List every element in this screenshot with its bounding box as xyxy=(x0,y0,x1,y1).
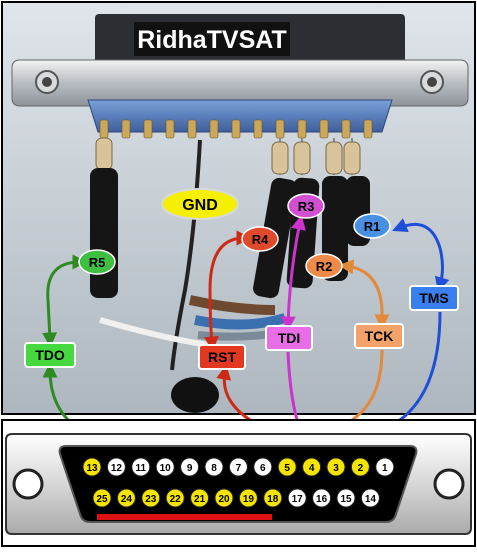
pins-top-row: 13 12 11 10 9 8 7 6 5 4 3 2 1 xyxy=(82,457,395,477)
r2-label: R2 xyxy=(316,259,333,274)
r2-badge xyxy=(305,253,343,279)
r5-badge xyxy=(78,249,116,275)
pin-3-dot xyxy=(326,457,346,477)
pins-bottom-row: 25 24 23 22 21 20 19 18 17 16 15 14 xyxy=(92,488,380,508)
pin-25-dot xyxy=(92,488,112,508)
pin-19-dot xyxy=(238,488,258,508)
pin-13-dot xyxy=(82,457,102,477)
r3-label: R3 xyxy=(298,199,315,214)
r5-label: R5 xyxy=(89,255,106,270)
pin-18-label: 18 xyxy=(267,494,279,505)
pin-8-dot xyxy=(204,457,224,477)
pin-2-label: 2 xyxy=(358,463,364,474)
pin-5-dot xyxy=(277,457,297,477)
rst-box xyxy=(198,344,246,370)
rst-label: RST xyxy=(208,349,236,365)
pin-10-dot xyxy=(155,457,175,477)
resistor-bodies xyxy=(95,137,361,175)
pin-23-dot xyxy=(141,488,161,508)
pin-22-label: 22 xyxy=(170,494,182,505)
pinout-body xyxy=(58,445,418,523)
pinout-screw-left xyxy=(12,468,44,500)
pin-4-dot xyxy=(302,457,322,477)
pin-11-dot xyxy=(131,457,151,477)
pin-11-label: 11 xyxy=(136,463,147,474)
pinout-screw-right xyxy=(433,468,465,500)
arrow-r2-tck xyxy=(338,259,390,330)
pin-22-dot xyxy=(165,488,185,508)
pin-24-label: 24 xyxy=(121,494,133,505)
pin-20-label: 20 xyxy=(218,494,230,505)
tdi-label: TDI xyxy=(278,330,301,346)
pin-25-label: 25 xyxy=(96,494,108,505)
pin-3-label: 3 xyxy=(333,463,339,474)
watermark-bg xyxy=(134,22,290,56)
pin-12-label: 12 xyxy=(111,463,123,474)
screw-hole-left-inner xyxy=(42,77,52,87)
pin-7-label: 7 xyxy=(236,463,242,474)
pin-24-dot xyxy=(116,488,136,508)
tdo-label: TDO xyxy=(35,347,65,363)
pin-1-dot xyxy=(375,457,395,477)
arrow-r1-tms xyxy=(392,218,450,293)
tdo-box xyxy=(24,342,76,368)
pin-21-dot xyxy=(190,488,210,508)
pin-1-label: 1 xyxy=(382,463,388,474)
resistor-labels: R1 R2 R3 R4 R5 GND xyxy=(78,188,391,279)
pin-9-dot xyxy=(180,457,200,477)
tdi-box xyxy=(265,325,313,351)
pin-16-dot xyxy=(312,488,332,508)
pin-12-dot xyxy=(106,457,126,477)
tck-label: TCK xyxy=(365,328,394,344)
pin-19-label: 19 xyxy=(243,494,255,505)
watermark-text: RidhaTVSAT xyxy=(137,26,287,54)
pin-20-dot xyxy=(214,488,234,508)
pin-6-dot xyxy=(253,457,273,477)
pin-7-dot xyxy=(228,457,248,477)
ground-bar xyxy=(97,514,272,520)
pin-8-label: 8 xyxy=(211,463,217,474)
gnd-badge xyxy=(161,188,239,220)
r1-badge xyxy=(353,213,391,239)
tck-box xyxy=(354,323,404,349)
arrow-r4-rst xyxy=(203,230,252,352)
pin-15-dot xyxy=(336,488,356,508)
pin-16-label: 16 xyxy=(316,494,328,505)
r1-label: R1 xyxy=(364,219,381,234)
solder-cups xyxy=(99,119,373,139)
r4-label: R4 xyxy=(252,232,269,247)
pin-2-dot xyxy=(350,457,370,477)
signal-boxes: TMS TCK TDI RST TDO xyxy=(24,285,459,370)
pin-9-label: 9 xyxy=(187,463,193,474)
pin-4-label: 4 xyxy=(309,463,315,474)
screw-hole-right-inner xyxy=(427,77,437,87)
pin-21-label: 21 xyxy=(194,494,206,505)
pin-14-dot xyxy=(360,488,380,508)
pin-13-label: 13 xyxy=(86,463,98,474)
pin-5-label: 5 xyxy=(284,463,290,474)
pin-17-label: 17 xyxy=(292,494,304,505)
pin-6-label: 6 xyxy=(260,463,266,474)
pin-14-label: 14 xyxy=(365,494,377,505)
pin-17-dot xyxy=(287,488,307,508)
arrow-r5-tdo xyxy=(42,254,88,348)
pin-10-label: 10 xyxy=(160,463,172,474)
connector-flange xyxy=(11,59,469,107)
tms-label: TMS xyxy=(419,290,449,306)
r4-badge xyxy=(241,226,279,252)
pin-18-dot xyxy=(263,488,283,508)
tms-box xyxy=(409,285,459,311)
gnd-label: GND xyxy=(182,197,218,214)
connector-insulator xyxy=(87,99,393,133)
cable-sleeve xyxy=(171,377,219,413)
pin-15-label: 15 xyxy=(340,494,352,505)
r3-badge xyxy=(287,193,325,219)
arrow-r3-tdi xyxy=(280,214,306,332)
pin-23-label: 23 xyxy=(145,494,157,505)
